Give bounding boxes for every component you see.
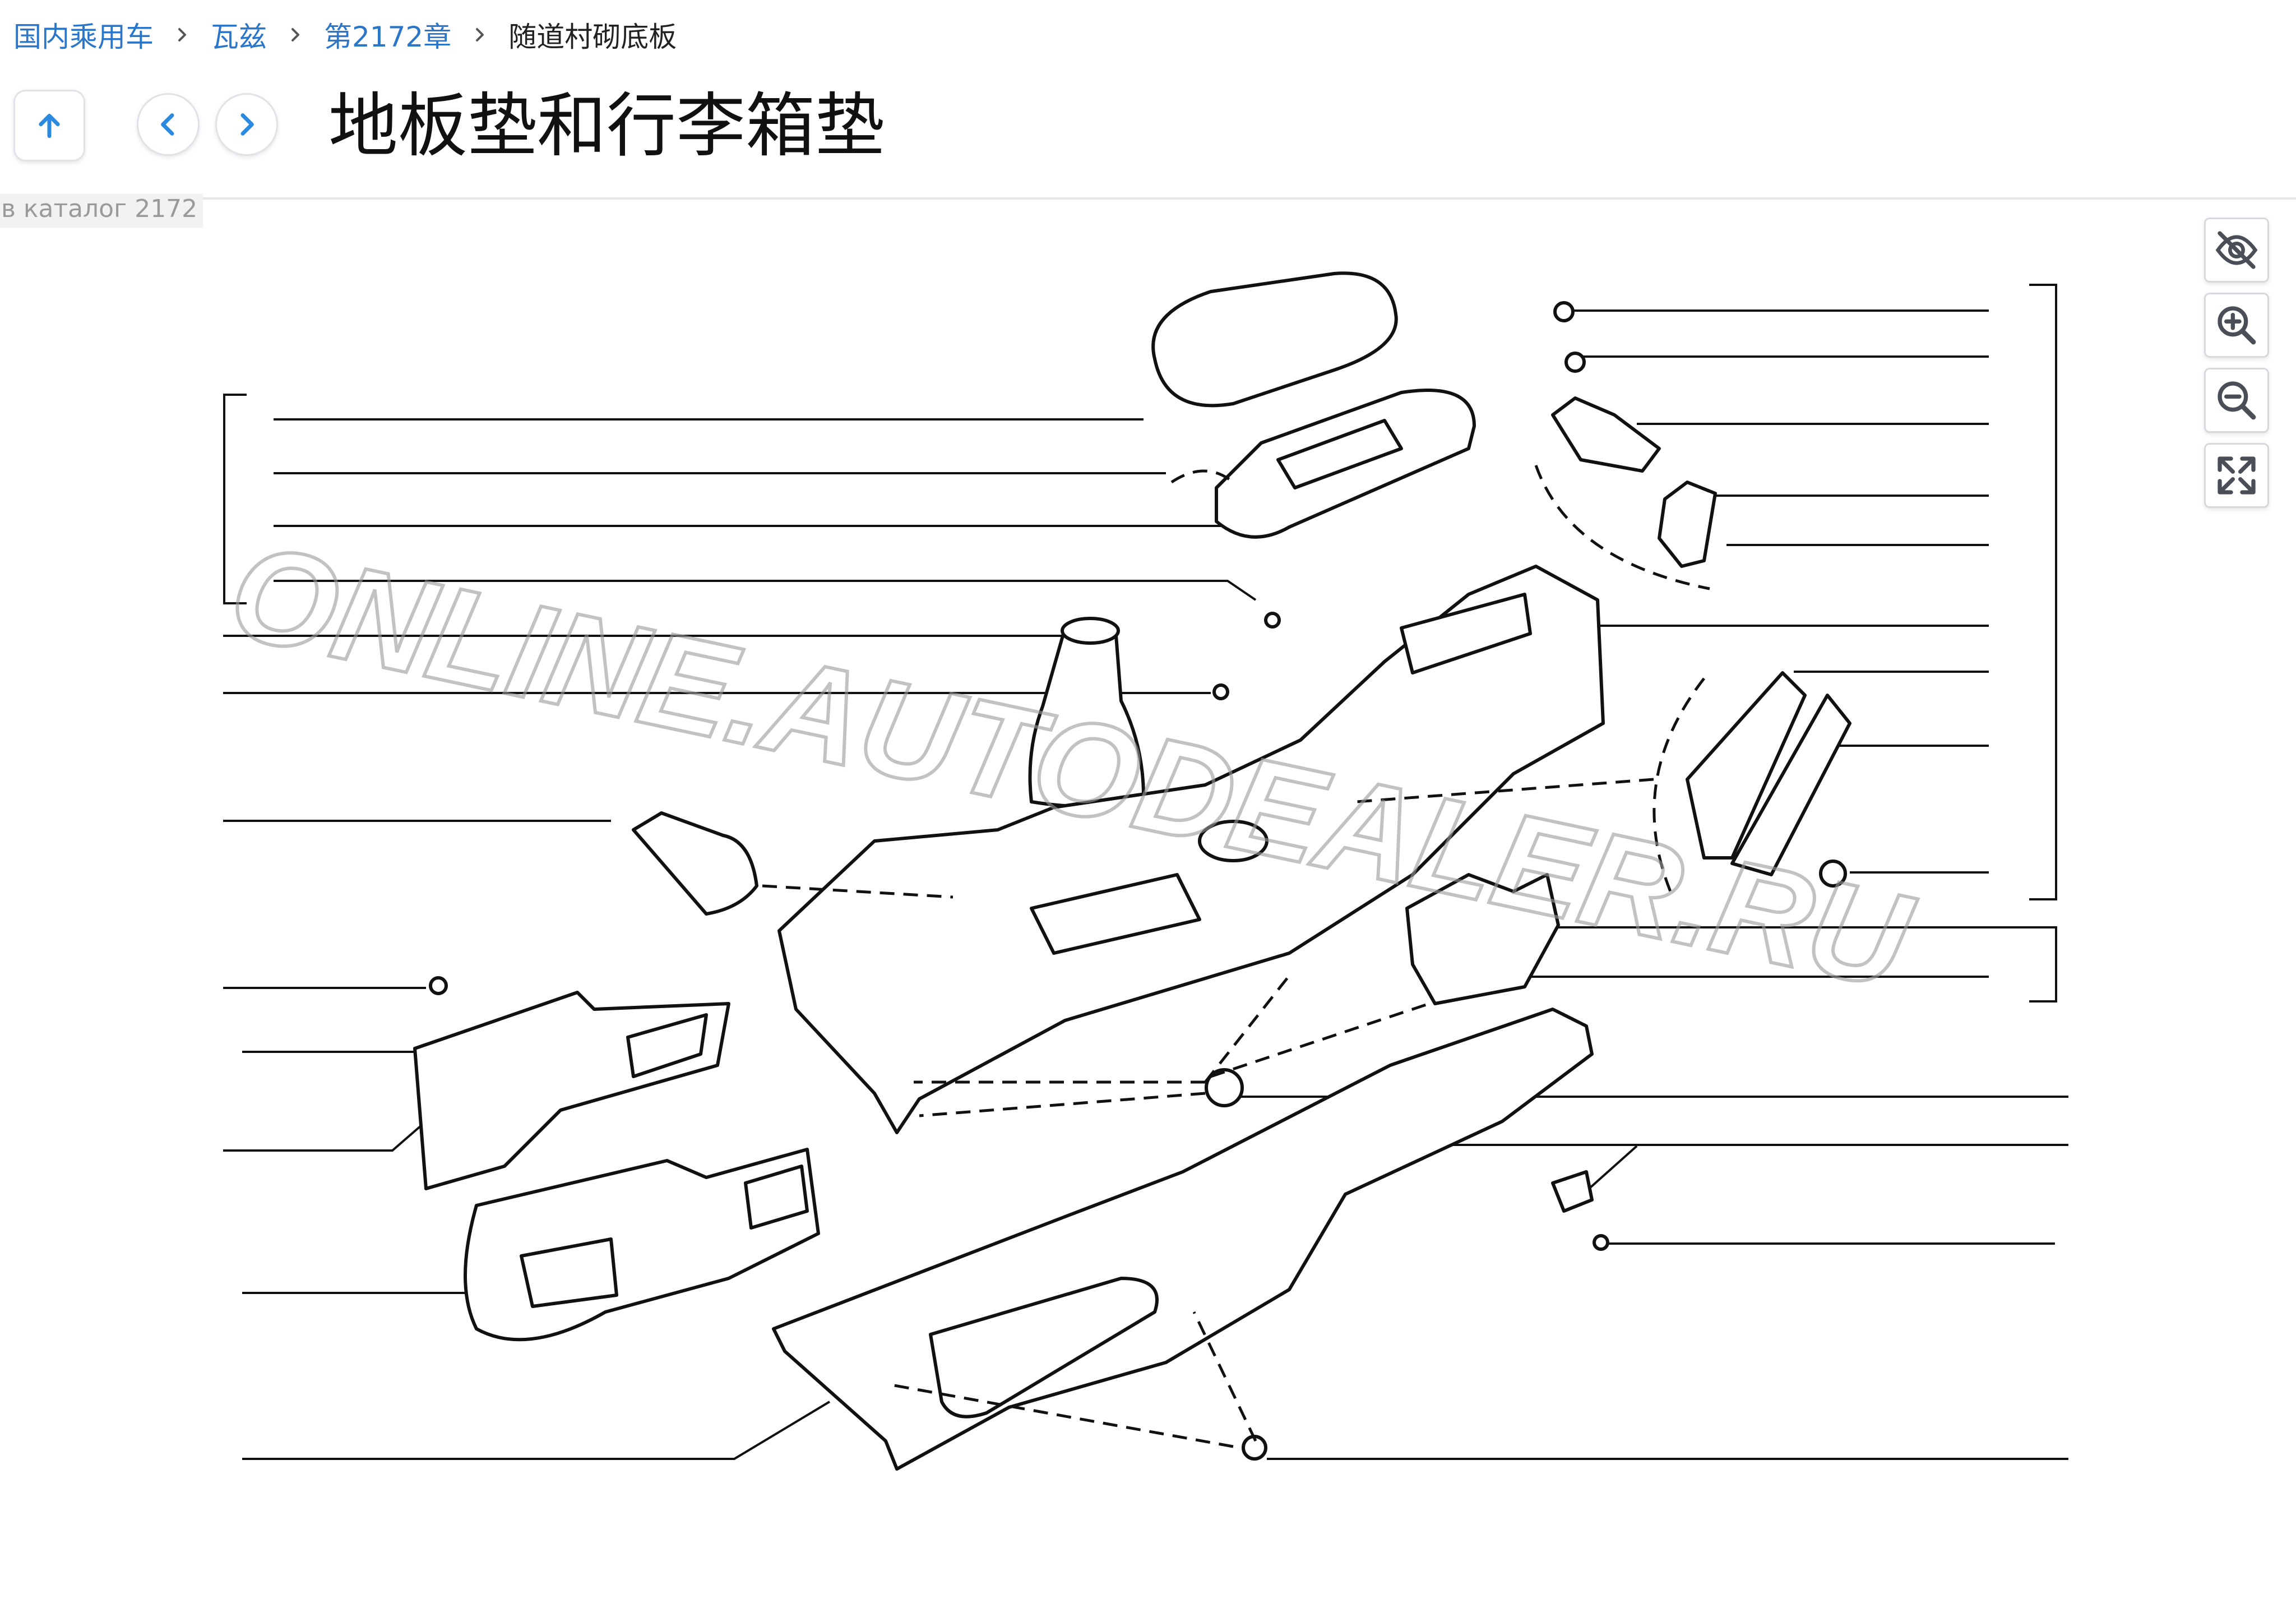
part-seat-rail-left: [1686, 671, 1807, 860]
dashed-arrow-1: [762, 884, 953, 899]
zoom-in-icon: [2218, 306, 2256, 345]
eye-off-icon: [2215, 231, 2258, 269]
part-console-cupholder: [1198, 820, 1269, 862]
zoom-out-button[interactable]: [2204, 368, 2269, 433]
chevron-right-icon: [471, 26, 488, 43]
assembly-arrows: [762, 465, 1710, 1448]
part-console-slot: [1400, 593, 1532, 674]
part-switch-block: [1551, 396, 1661, 473]
part-floor-mat: [632, 811, 758, 916]
breadcrumb-item-domestic-cars[interactable]: 国内乘用车: [13, 21, 154, 53]
dashed-arc-2: [1652, 677, 1705, 892]
part-clip-3: [1205, 1068, 1244, 1107]
leader-line-12: [242, 1401, 831, 1460]
part-screw-5: [1593, 1234, 1609, 1251]
dashed-arrow-4: [1204, 974, 1290, 1083]
part-rear-side-panel: [1405, 873, 1560, 1005]
part-lower-console-cavity: [929, 1277, 1159, 1419]
up-button[interactable]: [13, 90, 85, 161]
catalog-link[interactable]: в каталог 2172: [0, 194, 203, 228]
part-switch-cover: [1658, 481, 1717, 568]
part-screw-1: [1553, 301, 1575, 322]
fullscreen-button[interactable]: [2204, 443, 2269, 508]
zoom-out-icon: [2218, 381, 2256, 420]
part-side-trim-grille: [626, 1013, 708, 1078]
chevron-left-icon: [161, 113, 174, 136]
chevron-right-icon: [287, 26, 304, 43]
part-screw-4: [429, 976, 448, 995]
leader-line-4: [274, 580, 1257, 601]
dashed-arrow-7: [891, 1383, 1234, 1448]
part-armrest-box: [1276, 419, 1403, 489]
next-button[interactable]: [215, 93, 278, 156]
dashed-arrow-8: [1192, 1311, 1257, 1442]
chevron-right-icon: [240, 113, 254, 136]
part-clip-1: [1819, 860, 1847, 888]
arrow-up-icon: [39, 114, 60, 138]
breadcrumb-item-chapter[interactable]: 第2172章: [324, 21, 452, 53]
dashed-arc-3: [1170, 469, 1234, 484]
right-bracket: [2029, 284, 2057, 900]
part-grommet-1: [1564, 352, 1586, 373]
zoom-in-button[interactable]: [2204, 293, 2269, 358]
chevron-right-icon: [174, 26, 191, 43]
part-gear-boot-top: [1061, 617, 1120, 645]
parts: [413, 271, 1851, 1471]
dashed-arc-1: [1534, 465, 1710, 590]
leader-lines: [223, 284, 2068, 1460]
dashed-arrow-5: [1210, 1002, 1430, 1078]
part-lower-cover-window: [520, 1237, 618, 1308]
header-divider: [0, 197, 2296, 200]
dashed-arrow-6: [1356, 778, 1654, 803]
part-center-console: [777, 565, 1605, 1134]
part-screw-3: [1212, 683, 1229, 700]
part-armrest-lid: [1151, 271, 1398, 408]
fullscreen-icon: [2218, 456, 2256, 495]
breadcrumb-item-vaz[interactable]: 瓦兹: [211, 21, 267, 53]
leader-line-10: [223, 1120, 427, 1152]
part-console-tray: [1030, 873, 1201, 955]
part-lower-cover-vent: [744, 1165, 809, 1230]
part-screw-2: [1264, 612, 1281, 629]
part-seat-rail-right: [1730, 694, 1851, 876]
page-title: 地板垫和行李箱垫: [328, 86, 885, 167]
dashed-arrow-3: [919, 1092, 1206, 1117]
previous-button[interactable]: [137, 93, 200, 156]
left-bracket: [223, 394, 247, 604]
hide-labels-button[interactable]: [2204, 218, 2269, 283]
part-bracket-1: [1551, 1170, 1594, 1213]
breadcrumb: 国内乘用车 瓦兹 第2172章 随道村砌底板: [13, 12, 677, 57]
right-bracket-2: [1989, 926, 2057, 1002]
breadcrumb-current: 随道村砌底板: [508, 21, 677, 53]
